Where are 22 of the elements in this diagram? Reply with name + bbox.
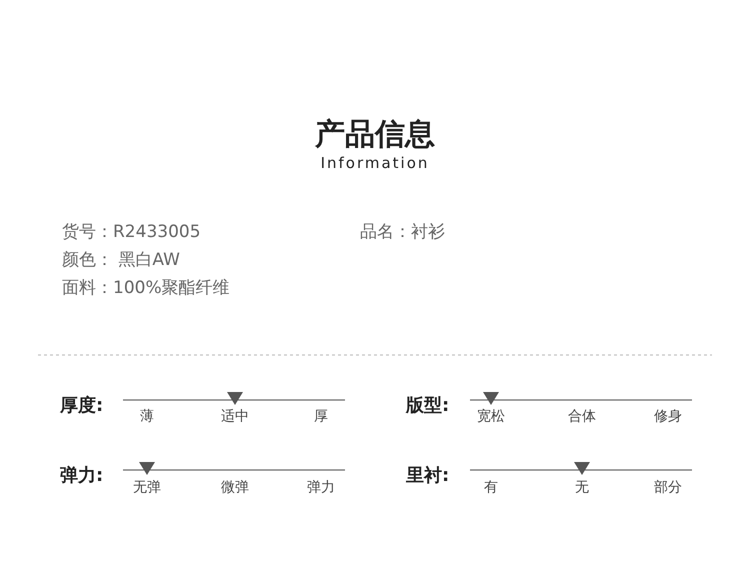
scale-option: 合体 <box>568 408 596 426</box>
scale-option: 无弹 <box>133 480 161 496</box>
scale-option: 适中 <box>221 408 249 426</box>
scale-option: 宽松 <box>477 408 505 426</box>
scale-option: 部分 <box>654 480 682 496</box>
product-number: 货号：R2433005 <box>62 222 201 242</box>
scale-title: 弹力: <box>60 465 104 487</box>
subtitle: Information <box>320 154 430 172</box>
product-color: 颜色： 黑白AW <box>62 250 180 270</box>
scale-title: 版型: <box>406 395 450 417</box>
scale-title: 里衬: <box>406 465 450 487</box>
scale-option: 微弹 <box>221 480 249 496</box>
scale-option: 修身 <box>654 408 682 426</box>
scale-option: 有 <box>484 480 498 496</box>
product-fabric: 面料：100%聚酯纤维 <box>62 278 230 298</box>
scale-option: 无 <box>575 480 589 496</box>
product-name: 品名：衬衫 <box>360 222 445 242</box>
scale-option: 薄 <box>140 408 154 426</box>
scale-option: 弹力 <box>307 480 335 496</box>
scale-option: 厚 <box>314 408 328 426</box>
scale-title: 厚度: <box>60 395 104 417</box>
page-title: 产品信息 <box>315 117 435 153</box>
